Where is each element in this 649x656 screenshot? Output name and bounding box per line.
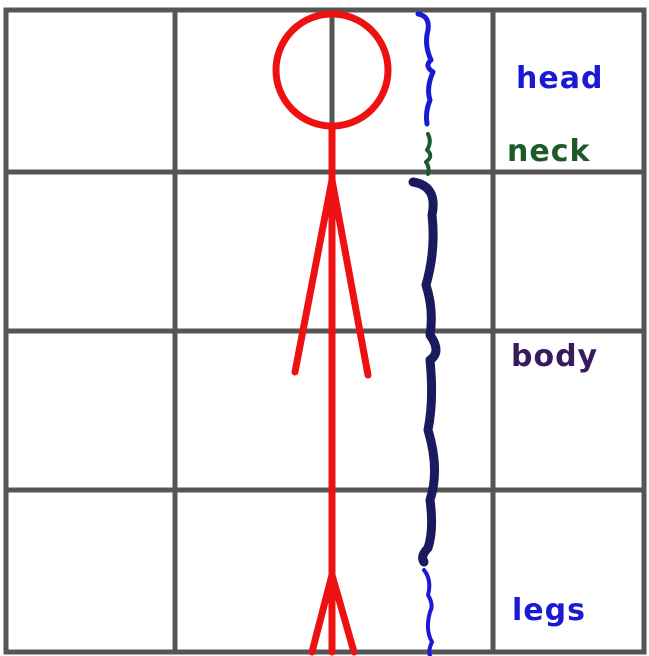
legs-label: legs bbox=[512, 593, 586, 628]
head-label: head bbox=[516, 61, 603, 96]
body-label: body bbox=[511, 339, 598, 374]
neck-label: neck bbox=[507, 134, 590, 169]
